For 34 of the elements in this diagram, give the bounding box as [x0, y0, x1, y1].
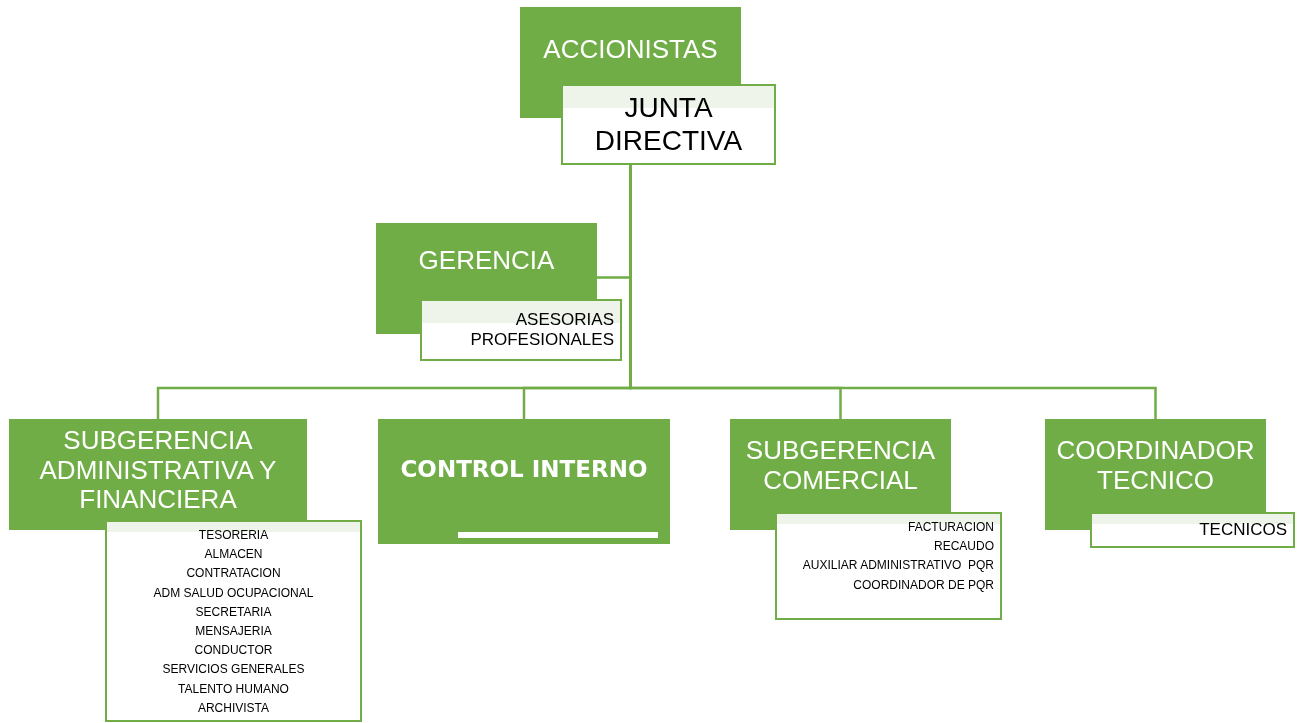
list-item: ADM SALUD OCUPACIONAL — [152, 584, 315, 602]
list-item: AUXILIAR ADMINISTRATIVO PQR — [801, 557, 994, 575]
list-box — [775, 512, 1002, 620]
box-label: CONTROL INTERNO — [400, 456, 648, 483]
list-item: ALMACEN — [203, 546, 264, 564]
org-box — [1045, 419, 1266, 512]
sub-box — [561, 84, 776, 165]
box-label: ASESORIAS PROFESIONALES — [469, 310, 614, 350]
list-item: SECRETARIA — [194, 603, 273, 621]
org-box — [520, 7, 741, 84]
box-label: JUNTA DIRECTIVA — [593, 92, 744, 157]
list-item: CONDUCTOR — [193, 642, 274, 660]
list-item: SERVICIOS GENERALES — [161, 661, 306, 679]
box-label: SUBGERENCIA COMERCIAL — [744, 435, 937, 496]
box-label: COORDINADOR TECNICO — [1055, 435, 1256, 496]
list-item: RECAUDO — [933, 538, 994, 556]
box-label: GERENCIA — [418, 246, 555, 276]
list-item: TALENTO HUMANO — [177, 680, 290, 698]
list-item: TECNICOS — [1198, 520, 1287, 540]
org-box — [9, 419, 307, 530]
list-item: COORDINADOR DE PQR — [852, 576, 994, 594]
list-item: MENSAJERIA — [194, 623, 273, 640]
box-label: ACCIONISTAS — [543, 34, 718, 65]
list-box — [1090, 512, 1295, 548]
list-item: FACTURACION — [907, 519, 994, 536]
sub-box — [420, 299, 622, 361]
org-box — [376, 223, 597, 299]
box-label: SUBGERENCIA ADMINISTRATIVA Y FINANCIERA — [38, 425, 278, 516]
list-item: TESORERIA — [197, 527, 270, 544]
list-item: CONTRATACION — [185, 565, 282, 583]
list-item: ARCHIVISTA — [196, 699, 271, 717]
org-box — [378, 419, 670, 544]
org-box — [730, 419, 951, 512]
list-box — [105, 520, 362, 722]
